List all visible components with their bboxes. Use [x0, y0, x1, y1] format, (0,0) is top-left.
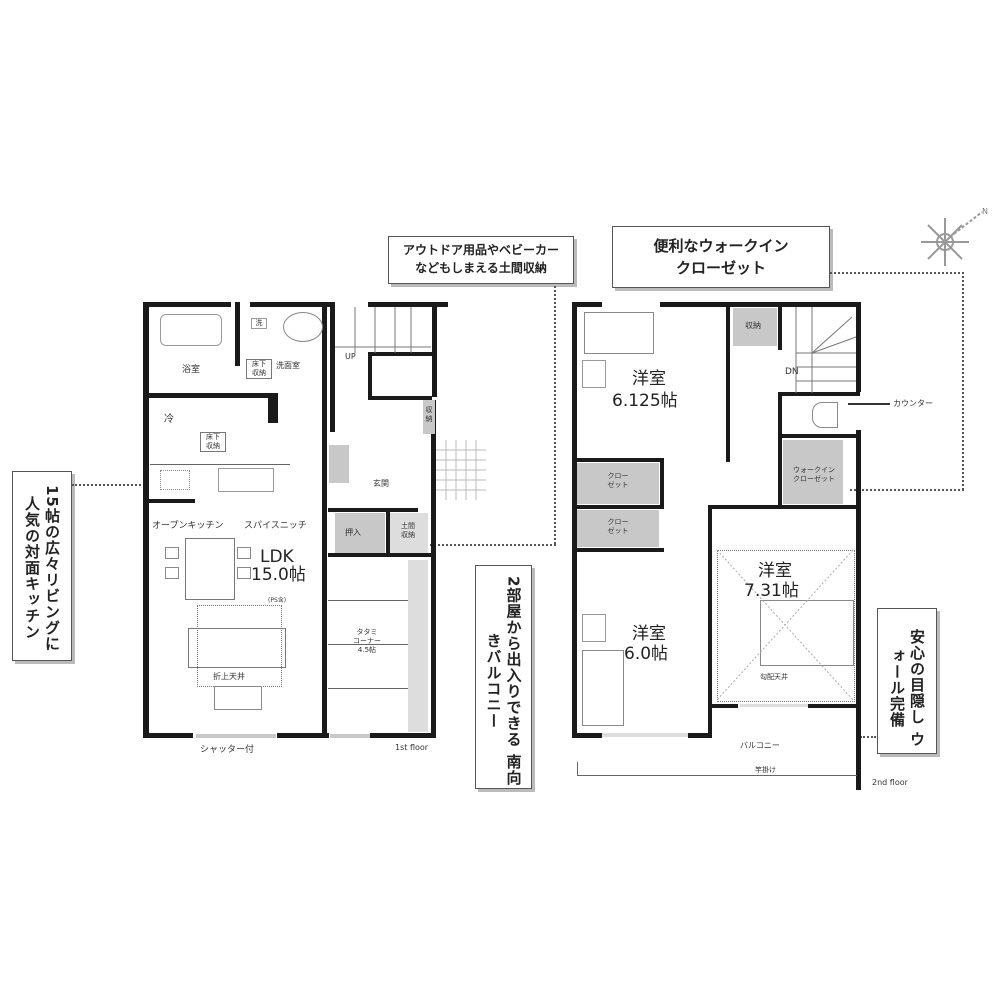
- stairs-up-label: UP: [345, 352, 356, 361]
- storage-1f: 収 納: [425, 406, 433, 423]
- callout-wall-line2: ウォール完備: [888, 648, 926, 748]
- balcony-label: バルコニー: [740, 741, 780, 750]
- spice-niche-label: スパイスニッチ: [244, 521, 307, 531]
- callout-wall: 安心の目隠し ウォール完備: [877, 608, 937, 754]
- ceiling-label: 折上天井: [213, 672, 245, 681]
- room2-size: 6.0帖: [624, 644, 669, 664]
- leader-kitchen: [72, 484, 148, 486]
- walkin-closet-label: ウォークイン クローゼット: [793, 466, 835, 483]
- callout-balcony-line1: 2部屋から出入りできる: [504, 576, 523, 748]
- callout-kitchen-line1: 15帖の広々リビングに: [43, 484, 61, 652]
- room-washroom: 洗面室: [276, 361, 300, 370]
- leader-doma-h: [430, 544, 556, 546]
- room-wash: 洗: [251, 318, 267, 329]
- leader-walkin-h2: [850, 489, 964, 491]
- shutter-label: シャッター付: [200, 745, 255, 755]
- doma-storage: 土間 収納: [401, 522, 415, 539]
- leader-doma-v: [554, 286, 556, 544]
- room1-size: 6.125帖: [612, 391, 678, 411]
- callout-walkin-closet: 便利なウォークイン クローゼット: [612, 226, 830, 288]
- callout-doma-storage: アウトドア用品やベビーカー などもしまえる土間収納: [388, 236, 574, 284]
- underfloor-storage-2: 床下 収納: [200, 432, 226, 452]
- leader-wall: [860, 736, 876, 738]
- stairs-1f: [335, 307, 431, 353]
- callout-doma-line1: アウトドア用品やベビーカー: [402, 243, 559, 257]
- callout-balcony-line2: 南向きバルコニー: [484, 633, 523, 786]
- floor1-label: 1st floor: [395, 743, 429, 752]
- closet2-label: クロー ゼット: [607, 518, 629, 535]
- compass-north: N: [982, 207, 988, 216]
- room-entrance: 玄関: [373, 479, 389, 488]
- porch-tile: [436, 440, 486, 500]
- callout-doma-line2: などもしまえる土間収納: [415, 261, 547, 275]
- tatami-corner: タタミ コーナー 4.5帖: [353, 628, 381, 654]
- compass-icon: N: [921, 207, 988, 266]
- stairs-2f: [795, 307, 857, 393]
- sloped-ceiling-label: 勾配天井: [760, 673, 788, 681]
- storage-2f: 収納: [745, 321, 761, 330]
- closet1-label: クロー ゼット: [607, 472, 629, 489]
- room-oshiire: 押入: [345, 528, 361, 537]
- callout-walkin-line1: 便利なウォークイン: [653, 237, 789, 255]
- room3-name: 洋室: [758, 561, 792, 581]
- leader-walkin-h1: [830, 272, 964, 274]
- room1-name: 洋室: [632, 369, 666, 389]
- callout-kitchen-line2: 人気の対面キッチン: [23, 496, 41, 640]
- open-kitchen-label: オープンキッチン: [152, 521, 224, 531]
- fridge-label: 冷: [164, 414, 174, 425]
- drying-rail-label: 竿掛け: [755, 766, 776, 774]
- callout-walkin-line2: クローゼット: [675, 259, 766, 277]
- underfloor-storage-1: 床下 収納: [246, 359, 272, 379]
- counter-label: カウンター: [893, 399, 933, 408]
- ldk-name: LDK: [260, 547, 294, 567]
- floor2-label: 2nd floor: [872, 778, 908, 787]
- room-bath: 浴室: [182, 365, 201, 375]
- callout-wall-line1: 安心の目隠し: [908, 628, 926, 725]
- callout-kitchen: 15帖の広々リビングに 人気の対面キッチン: [12, 471, 72, 661]
- ldk-note: (PS含): [268, 597, 287, 604]
- callout-balcony: 2部屋から出入りできる 南向きバルコニー: [475, 565, 532, 789]
- leader-walkin-v: [962, 272, 964, 490]
- stairs-down-label: DN: [785, 367, 799, 377]
- room3-size: 7.31帖: [744, 581, 799, 601]
- ldk-size: 15.0帖: [251, 565, 306, 585]
- room2-name: 洋室: [632, 624, 666, 644]
- sloped-ceiling-x: [716, 549, 854, 701]
